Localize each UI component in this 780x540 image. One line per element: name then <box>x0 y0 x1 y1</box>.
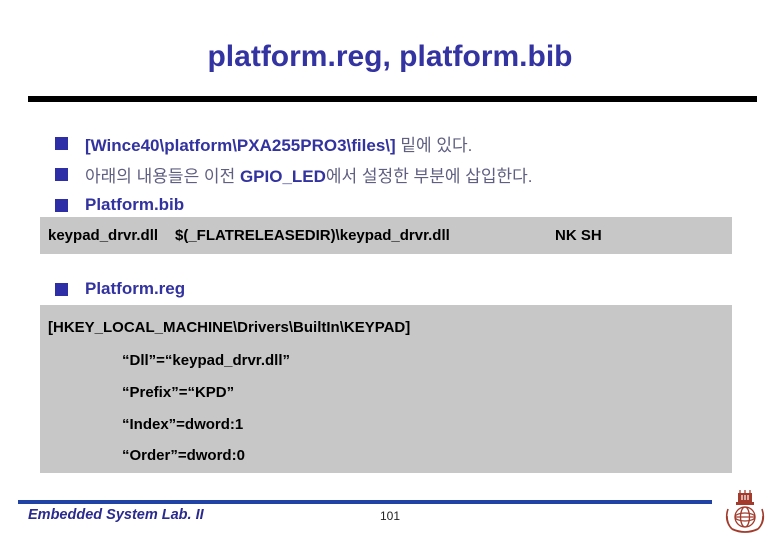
registry-entry-index: “Index”=dword:1 <box>122 416 244 433</box>
bullet-item-files-path: [Wince40\platform\PXA255PRO3\files\] 밑에 … <box>55 130 745 156</box>
page-title: platform.reg, platform.bib <box>207 40 573 73</box>
bullet-square-icon <box>55 198 68 212</box>
bullet-item-platform-reg: Platform.reg <box>55 276 745 302</box>
title-divider <box>28 96 757 102</box>
bullet-text: Platform.reg <box>85 279 185 299</box>
korean-head: 아래의 내용들은 이전 <box>85 166 240 186</box>
bullet-square-icon <box>55 167 68 181</box>
bullet-text: [Wince40\platform\PXA255PRO3\files\] 밑에 … <box>85 131 472 156</box>
registry-key: [HKEY_LOCAL_MACHINE\Drivers\BuiltIn\KEYP… <box>48 319 411 336</box>
korean-tail: 에서 설정한 부분에 삽입한다. <box>325 166 533 186</box>
bib-release-path: $(_FLATRELEASEDIR)\keypad_drvr.dll <box>175 227 450 244</box>
registry-code-box: [HKEY_LOCAL_MACHINE\Drivers\BuiltIn\KEYP… <box>40 305 732 473</box>
footer-divider <box>18 500 712 504</box>
bib-module-name: keypad_drvr.dll <box>48 227 159 244</box>
registry-entry-order: “Order”=dword:0 <box>122 447 245 464</box>
korean-tail: 밑에 있다. <box>395 135 473 155</box>
bullet-text: 아래의 내용들은 이전 GPIO_LED에서 설정한 부분에 삽입한다. <box>85 162 532 187</box>
bullet-item-gpio-note: 아래의 내용들은 이전 GPIO_LED에서 설정한 부분에 삽입한다. <box>55 161 745 187</box>
gpio-led-highlight: GPIO_LED <box>239 166 326 186</box>
bullet-square-icon <box>55 136 68 150</box>
footer-lab-name: Embedded System Lab. II <box>28 507 204 523</box>
registry-entry-dll: “Dll”=“keypad_drvr.dll” <box>122 352 290 369</box>
bib-flags: NK SH <box>555 227 602 244</box>
university-emblem-icon <box>725 490 765 533</box>
bullet-square-icon <box>55 282 68 296</box>
bib-code-box: keypad_drvr.dll $(_FLATRELEASEDIR)\keypa… <box>40 217 732 254</box>
bullet-text: Platform.bib <box>85 195 184 215</box>
bullet-item-platform-bib: Platform.bib <box>55 192 745 218</box>
platform-bib-label: Platform.bib <box>85 195 185 214</box>
path-highlight: [Wince40\platform\PXA255PRO3\files\] <box>85 135 396 155</box>
platform-reg-label: Platform.reg <box>85 279 186 298</box>
page-number: 101 <box>379 509 401 523</box>
registry-entry-prefix: “Prefix”=“KPD” <box>122 384 235 401</box>
